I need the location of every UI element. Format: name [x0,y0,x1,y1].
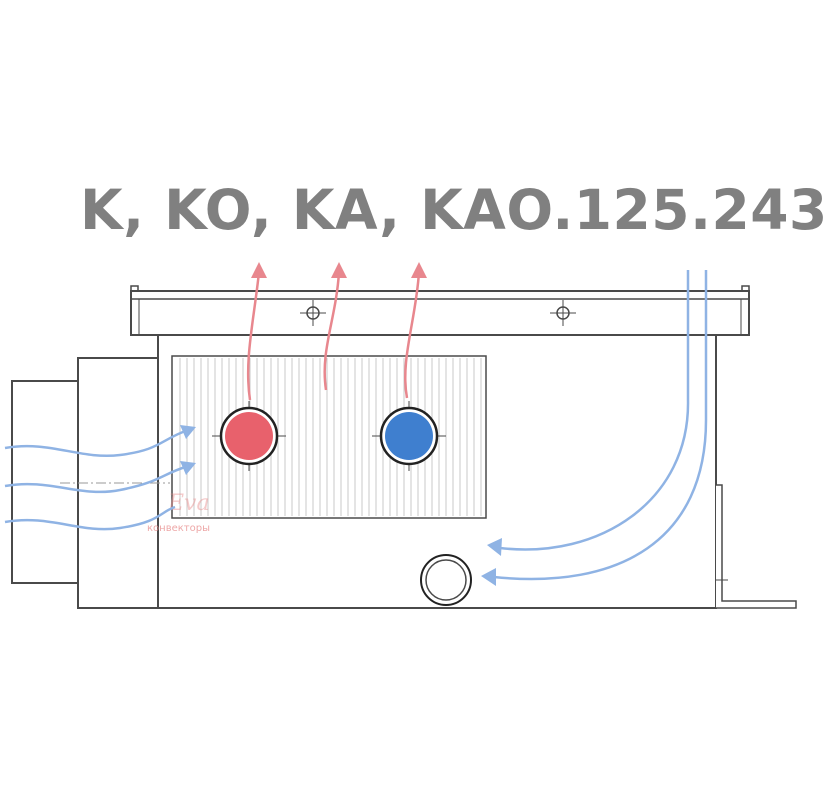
warm-air-arrow-2 [323,271,341,391]
watermark-logo: Eva конвекторы [147,491,210,534]
product-model-title: K, KO, KA, KAO.125.243 [80,178,828,242]
cool-airflow-left-arrowheads [180,425,196,475]
mounting-bracket [716,484,797,609]
cool-air-left-arrow-2 [4,464,189,494]
mount-point-right-icon [550,300,576,326]
cool-airflow-right-arrows [493,270,708,581]
cold-return-pipe [372,401,446,471]
warm-air-arrow-3 [404,271,421,399]
warm-air-arrowhead-1 [251,262,267,278]
side-inlet-outer [11,380,79,584]
cool-air-left-arrow-1 [4,428,189,458]
cool-air-right-arrow-2 [493,270,708,581]
cool-airflow-left-arrows [4,428,189,531]
convector-cross-section-diagram: Eva конвекторы [4,262,797,609]
svg-text:Eva: Eva [167,491,210,516]
cool-air-left-arrowhead-2 [180,461,196,475]
heat-exchanger [171,355,487,519]
top-frame-rail [130,285,750,336]
cool-air-right-arrowhead-2 [481,568,496,586]
warm-air-arrowhead-3 [411,262,427,278]
warm-air-arrow-1 [246,271,261,401]
bottom-connector-pipe [420,554,472,606]
warm-airflow-arrowheads [251,262,427,278]
hot-supply-pipe [212,401,286,471]
mount-point-left-icon [300,300,326,326]
cool-air-right-arrow-1 [499,270,690,551]
warm-air-arrowhead-2 [331,262,347,278]
warm-airflow-arrows [246,271,421,401]
cool-air-right-arrowhead-1 [487,538,502,556]
cool-air-left-arrow-3 [4,505,176,531]
cool-air-left-arrowhead-1 [180,425,196,439]
cool-airflow-right-arrowheads [481,538,502,586]
svg-text:конвекторы: конвекторы [147,523,210,534]
